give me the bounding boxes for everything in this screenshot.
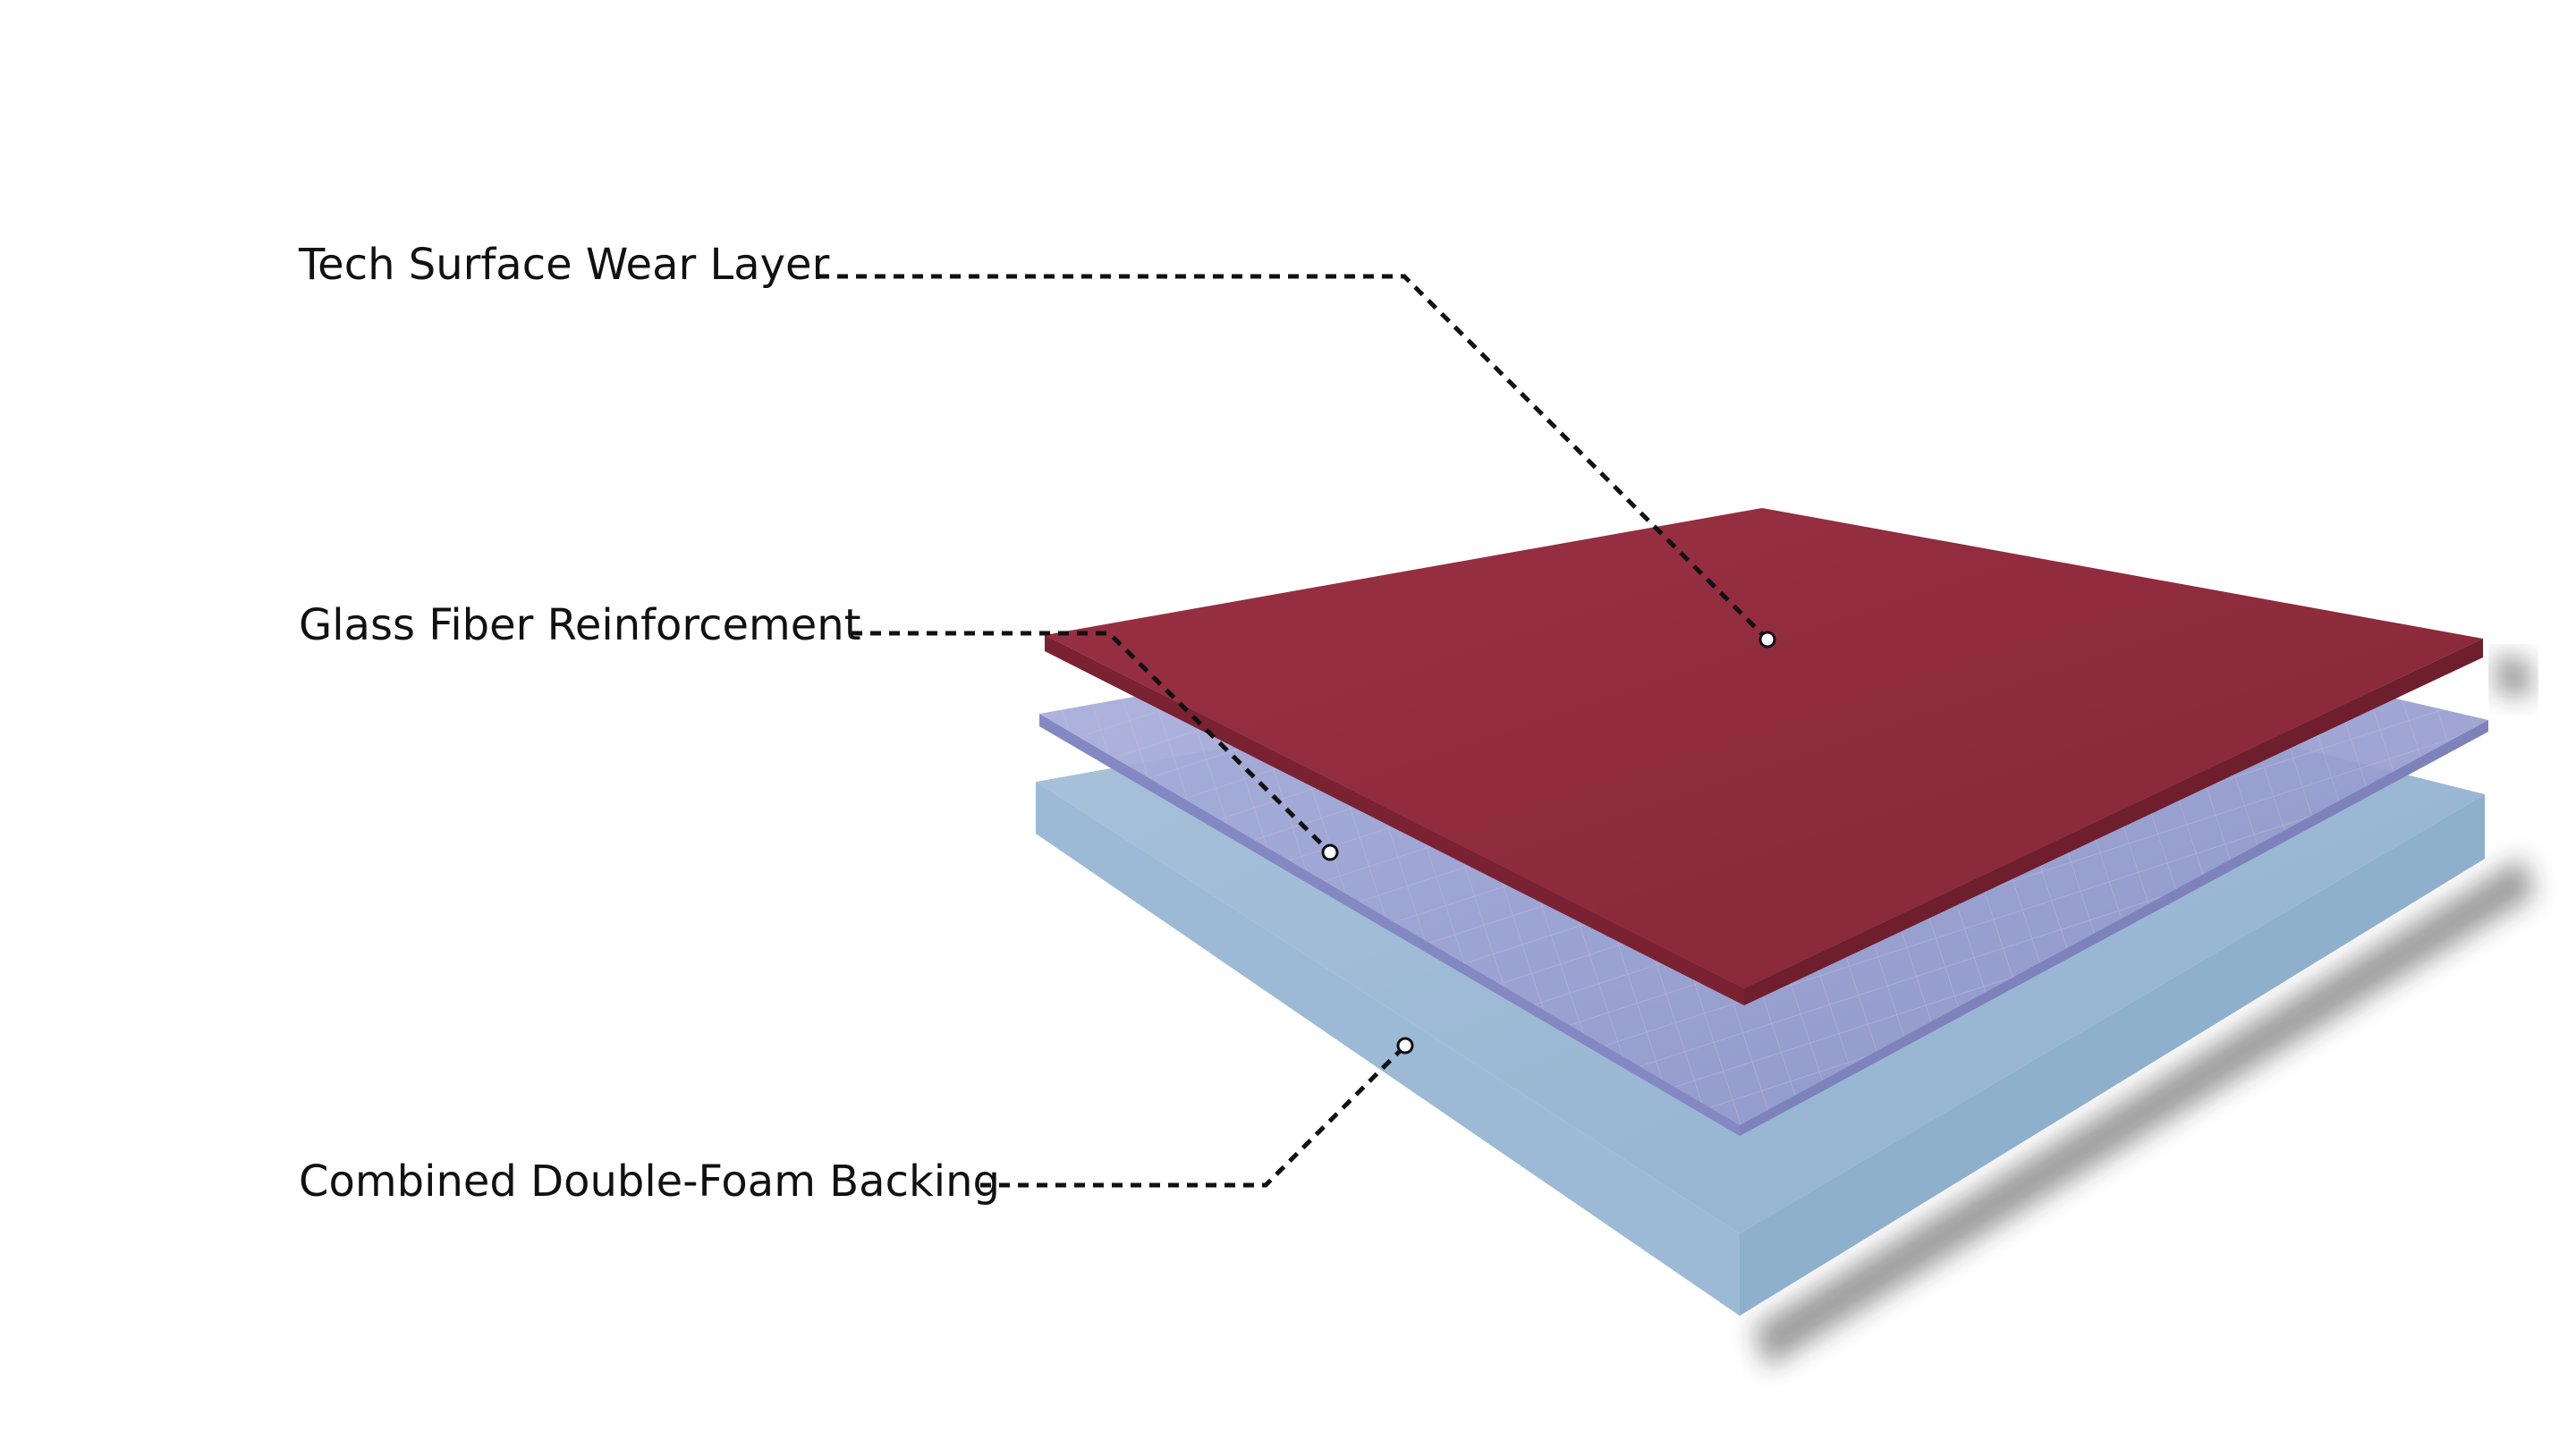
callout-dot-foam xyxy=(1396,1037,1414,1055)
callout-dot-wear xyxy=(1758,631,1776,648)
glass-fiber-side-face xyxy=(1740,720,2488,1136)
leader-line-foam xyxy=(980,1044,1407,1188)
leader-line-glass xyxy=(852,631,1332,854)
wear-layer-front-face xyxy=(1045,635,1744,1005)
wear-layer-top xyxy=(1045,508,2483,988)
callout-dot-glass xyxy=(1321,843,1339,861)
glass-fiber-front-face xyxy=(1039,714,1740,1136)
leader-line-wear xyxy=(818,274,1769,641)
callout-dots xyxy=(1321,631,1776,1055)
wear-layer-label: Tech Surface Wear Layer xyxy=(299,240,830,290)
wear-layer-side-face xyxy=(1744,639,2483,1005)
leader-lines xyxy=(818,274,1769,1188)
wear-layer-slab xyxy=(1045,508,2483,1005)
stack-shadow xyxy=(1753,653,2536,1368)
foam-backing-label: Combined Double-Foam Backing xyxy=(299,1157,1000,1207)
foam-backing-front-face xyxy=(1036,782,1740,1316)
glass-fiber-label: Glass Fiber Reinforcement xyxy=(299,600,861,650)
foam-backing-side-face xyxy=(1740,794,2485,1316)
